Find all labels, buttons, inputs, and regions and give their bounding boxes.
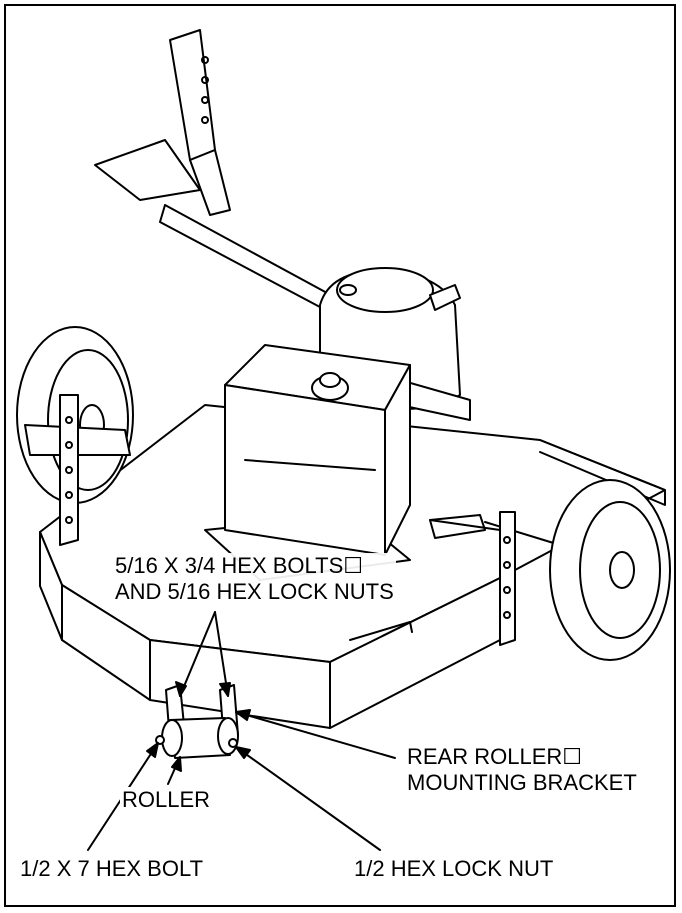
tow-hitch-arm: [94, 29, 341, 316]
engine: [319, 267, 471, 421]
label-hex-lock-nut: 1/2 HEX LOCK NUT: [352, 856, 556, 882]
left-wheel: [16, 326, 134, 546]
belt-shield: [224, 344, 411, 556]
label-roller: ROLLER: [120, 787, 213, 813]
right-wheel: [429, 479, 671, 661]
label-hex-bolts-and-lock-nuts: 5/16 X 3/4 HEX BOLTS☐ AND 5/16 HEX LOCK …: [113, 553, 396, 605]
label-hex-bolt: 1/2 X 7 HEX BOLT: [18, 856, 206, 882]
rear-roller-assembly: [155, 684, 239, 759]
callout-arrows: [87, 611, 396, 851]
label-rear-roller-mounting-bracket: REAR ROLLER☐ MOUNTING BRACKET: [405, 744, 639, 796]
